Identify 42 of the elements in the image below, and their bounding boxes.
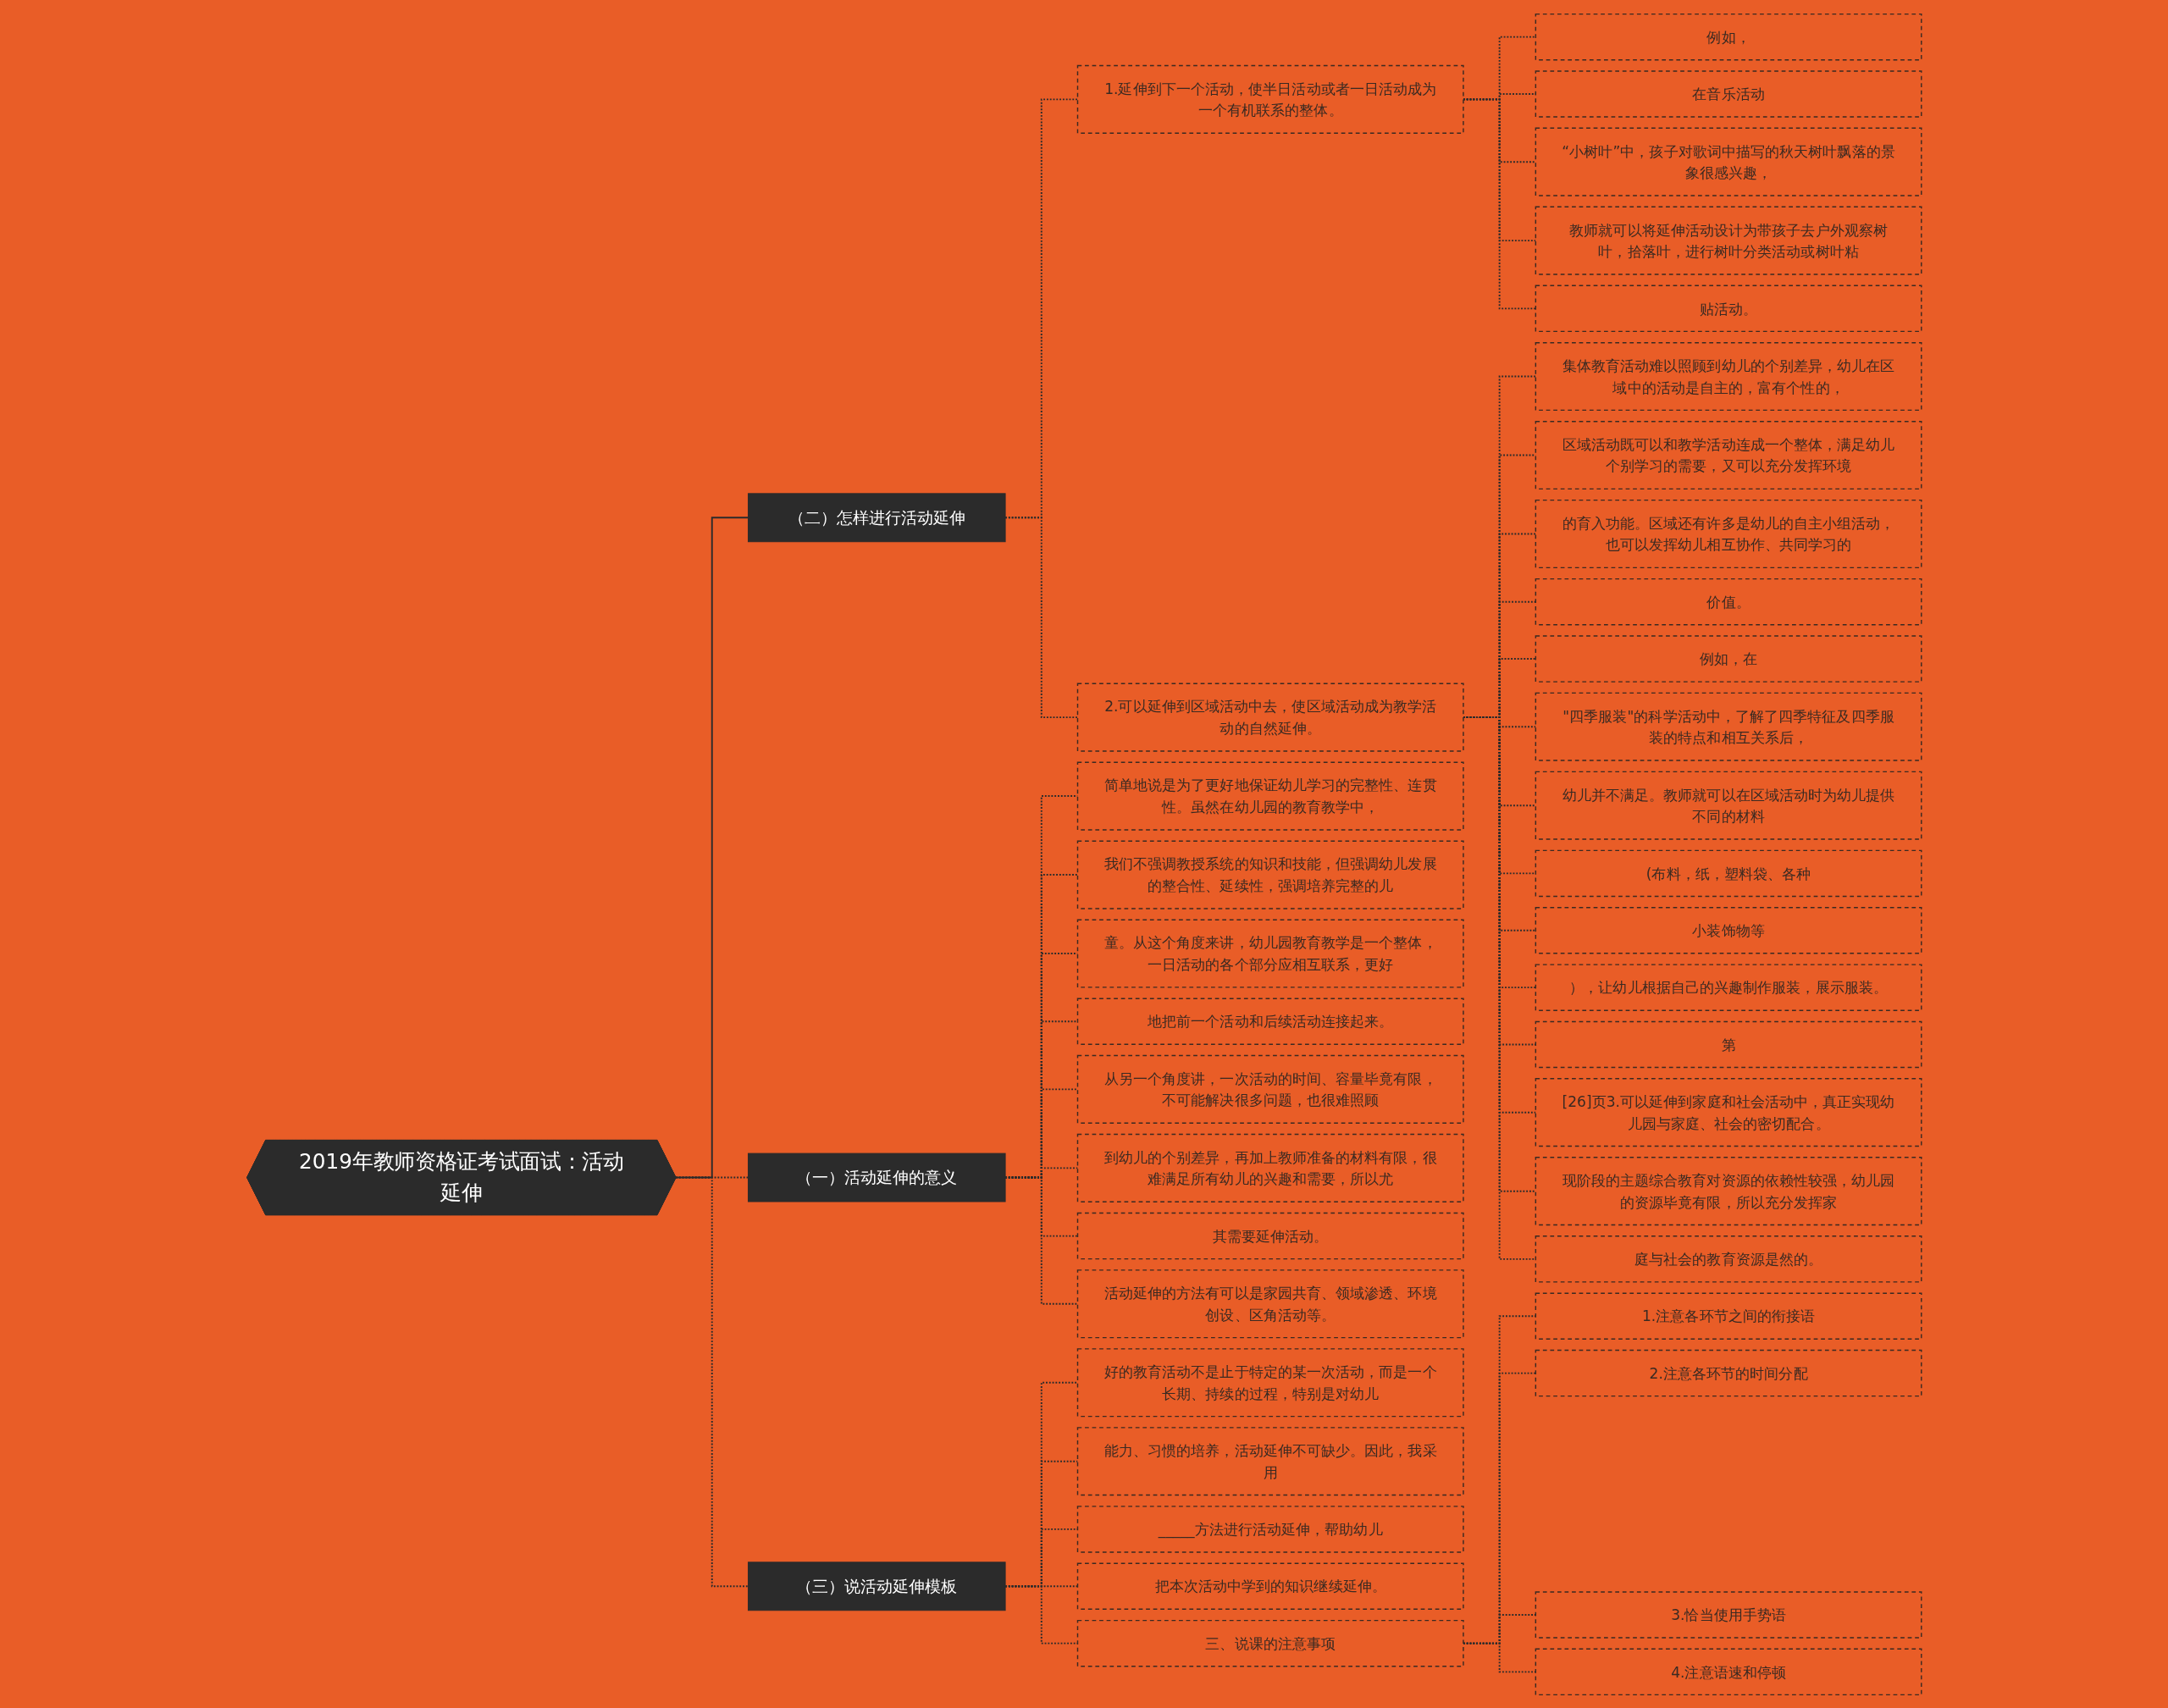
node-box: 价值。 — [1535, 578, 1922, 625]
node-box: （三）说活动延伸模板 — [747, 1561, 1006, 1611]
node-box: 从另一个角度讲，一次活动的时间、容量毕竟有限，不可能解决很多问题，也很难照顾 — [1076, 1054, 1464, 1124]
node-box: 好的教育活动不是止于特定的某一次活动，而是一个长期、持续的过程，特别是对幼儿 — [1076, 1347, 1464, 1417]
node-box: 简单地说是为了更好地保证幼儿学习的完整性、连贯性。虽然在幼儿园的教育教学中， — [1076, 761, 1464, 831]
node-box: 例如， — [1535, 13, 1922, 60]
node-box: 第 — [1535, 1020, 1922, 1068]
node-box: 4.注意语速和停顿 — [1535, 1648, 1922, 1695]
node-box: （二）怎样进行活动延伸 — [747, 492, 1006, 542]
node-box: 集体教育活动难以照顾到幼儿的个别差异，幼儿在区域中的活动是自主的，富有个性的， — [1535, 341, 1922, 411]
node-box: 把本次活动中学到的知识继续延伸。 — [1076, 1562, 1464, 1610]
node-box: 贴活动。 — [1535, 285, 1922, 332]
node-box: 三、说课的注意事项 — [1076, 1619, 1464, 1667]
node-box: 活动延伸的方法有可以是家园共育、领域渗透、环境创设、区角活动等。 — [1076, 1269, 1464, 1338]
node-box: 区域活动既可以和教学活动连成一个整体，满足幼儿个别学习的需要，又可以充分发挥环境 — [1535, 420, 1922, 489]
node-box: 的育入功能。区域还有许多是幼儿的自主小组活动，也可以发挥幼儿相互协作、共同学习的 — [1535, 499, 1922, 568]
node-box: 童。从这个角度来讲，幼儿园教育教学是一个整体，一日活动的各个部分应相互联系，更好 — [1076, 919, 1464, 988]
node-box: 例如，在 — [1535, 634, 1922, 683]
node-box: 在音乐活动 — [1535, 69, 1922, 118]
node-box: [26]页3.可以延伸到家庭和社会活动中，真正实现幼儿园与家庭、社会的密切配合。 — [1535, 1077, 1922, 1147]
node-box: 1.注意各环节之间的衔接语 — [1535, 1292, 1922, 1340]
node-box: 庭与社会的教育资源是然的。 — [1535, 1235, 1922, 1283]
node-box: 1.延伸到下一个活动，使半日活动或者一日活动成为一个有机联系的整体。 — [1076, 64, 1464, 134]
node-box: 3.恰当使用手势语 — [1535, 1590, 1922, 1639]
node-box: 我们不强调教授系统的知识和技能，但强调幼儿发展的整合性、延续性，强调培养完整的儿 — [1076, 840, 1464, 909]
node-box: 能力、习惯的培养，活动延伸不可缺少。因此，我采用 — [1076, 1426, 1464, 1495]
node-box: 幼儿并不满足。教师就可以在区域活动时为幼儿提供不同的材料 — [1535, 771, 1922, 840]
node-box: 地把前一个活动和后续活动连接起来。 — [1076, 998, 1464, 1045]
node-box: "四季服装"的科学活动中，了解了四季特征及四季服装的特点和相互关系后， — [1535, 692, 1922, 761]
node-box: 其需要延伸活动。 — [1076, 1212, 1464, 1259]
node-box: （一）活动延伸的意义 — [747, 1152, 1006, 1202]
connector — [674, 1176, 749, 1587]
node-box: 现阶段的主题综合教育对资源的依赖性较强，幼儿园的资源毕竟有限，所以充分发挥家 — [1535, 1156, 1922, 1225]
node-box: 2.注意各环节的时间分配 — [1535, 1349, 1922, 1396]
node-box: ），让幼儿根据自己的兴趣制作服装，展示服装。 — [1535, 963, 1922, 1011]
node-box: (布料，纸，塑料袋、各种 — [1535, 849, 1922, 897]
node-box: _____方法进行活动延伸，帮助幼儿 — [1076, 1505, 1464, 1553]
node-box: 小装饰物等 — [1535, 906, 1922, 954]
node-box: 到幼儿的个别差异，再加上教师准备的材料有限，很难满足所有幼儿的兴趣和需要，所以尤 — [1076, 1133, 1464, 1202]
node-box: 教师就可以将延伸活动设计为带孩子去户外观察树叶，拾落叶，进行树叶分类活动或树叶粘 — [1535, 206, 1922, 275]
node-box: 2.可以延伸到区域活动中去，使区域活动成为教学活动的自然延伸。 — [1076, 683, 1464, 752]
node-box: “小树叶”中，孩子对歌词中描写的秋天树叶飘落的景象很感兴趣， — [1535, 127, 1922, 196]
